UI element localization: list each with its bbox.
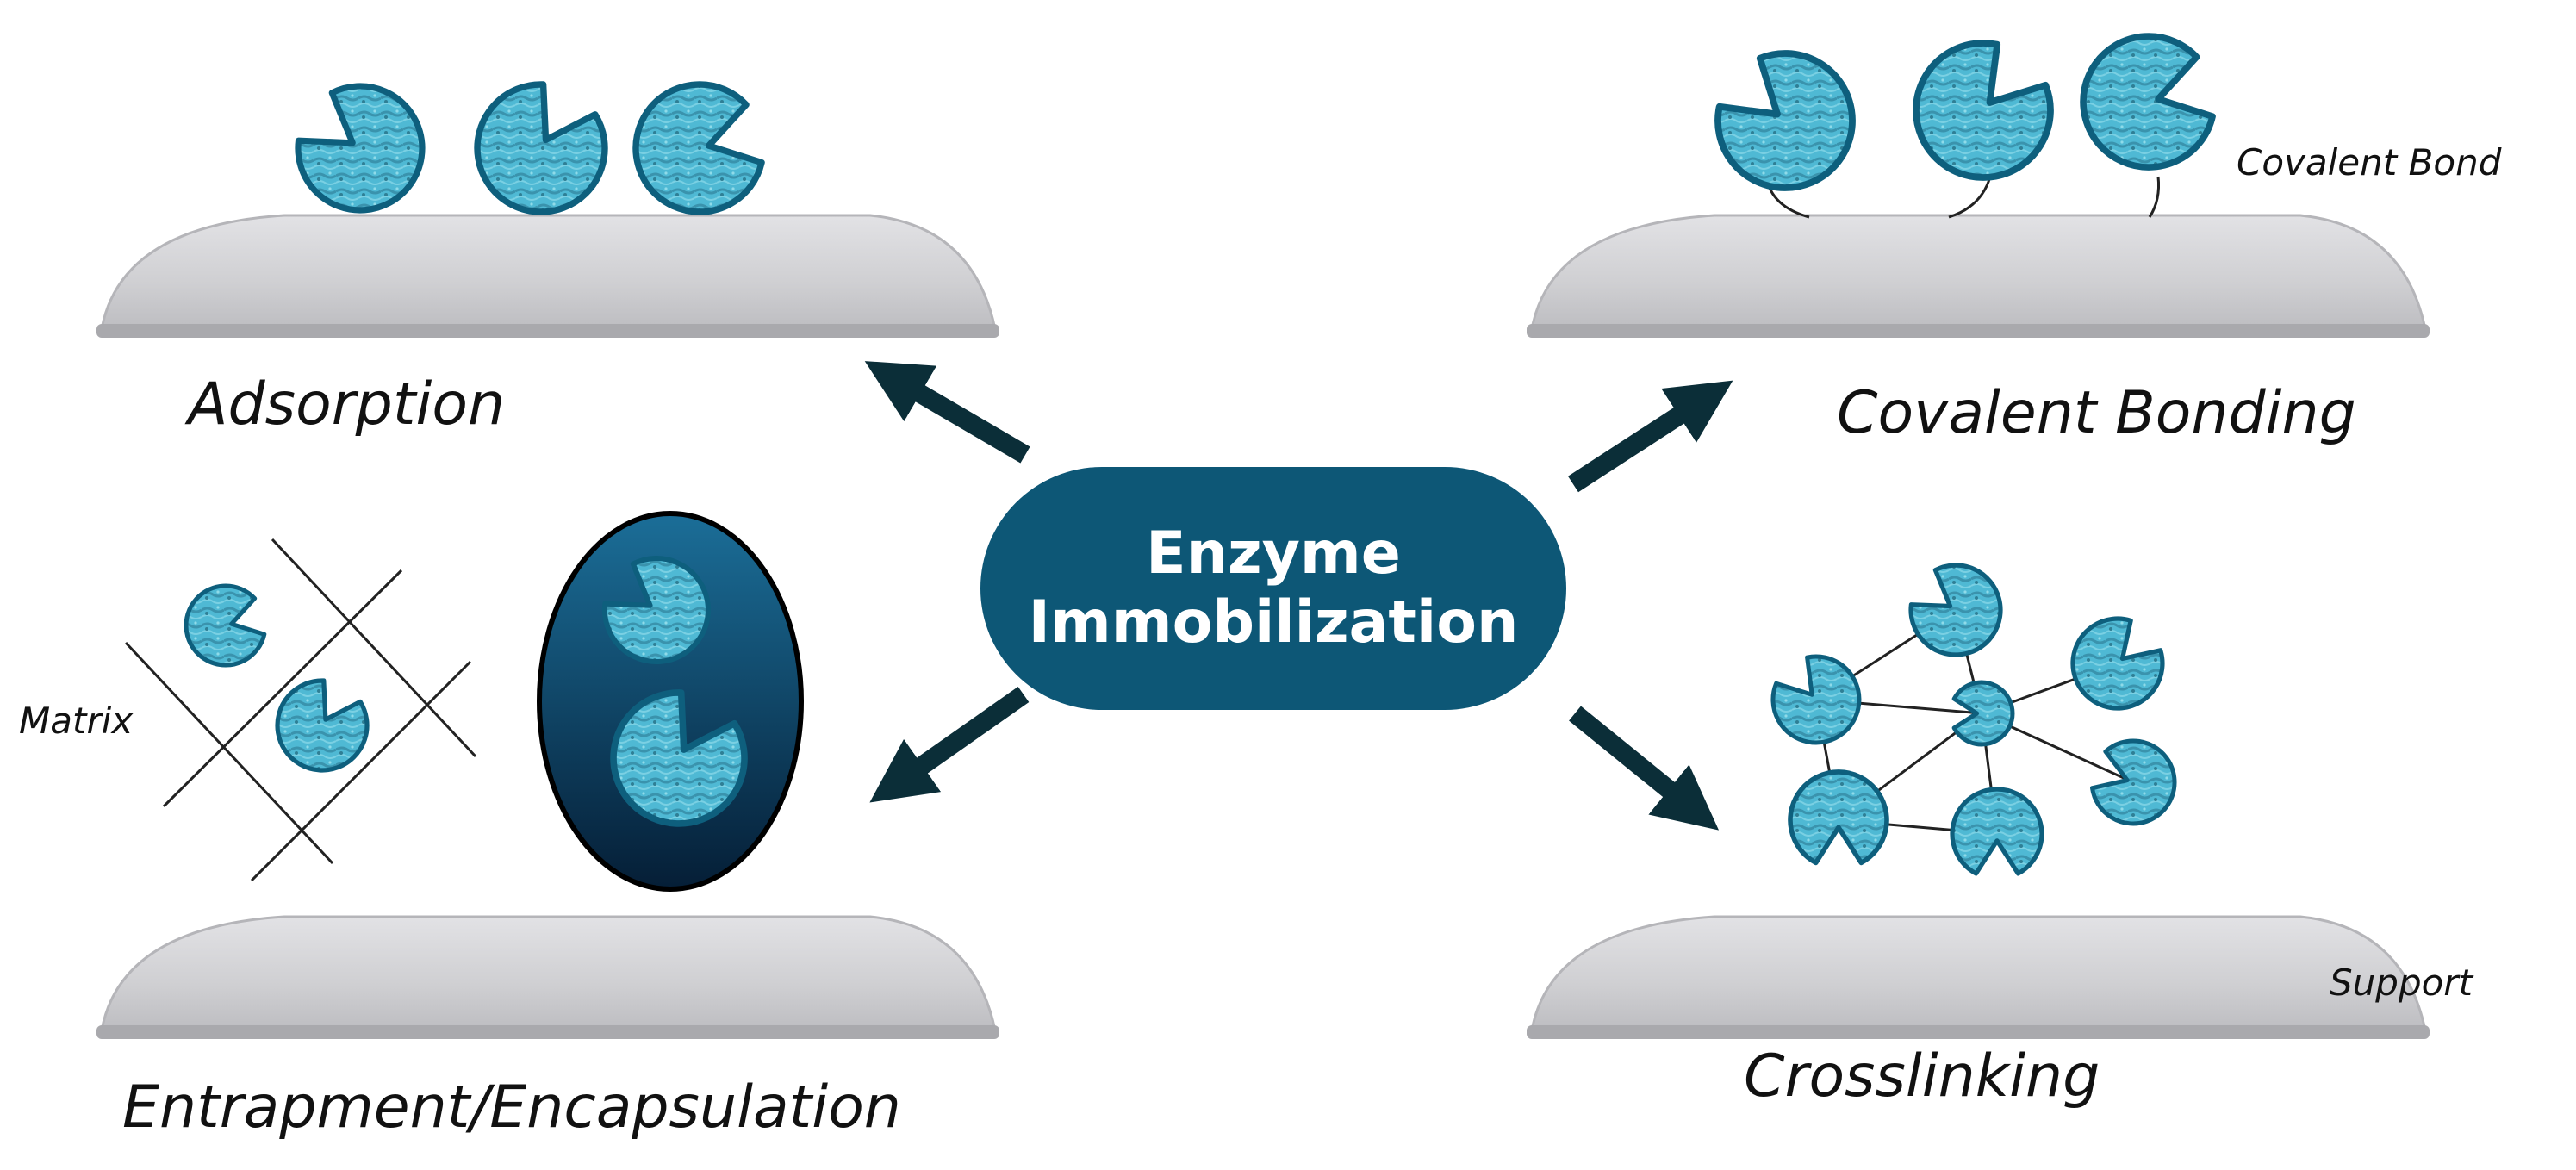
- supports: [96, 214, 2430, 1039]
- center-label-line2: Immobilization: [1028, 588, 1519, 657]
- enzymes: [184, 33, 2216, 876]
- support-crosslinking: [1527, 915, 2430, 1039]
- enzyme-capsule-1: [601, 556, 711, 664]
- arrow-to-adsorption: [864, 361, 1030, 464]
- matrix-grid: [124, 538, 477, 882]
- enzyme-crosslink-7: [1950, 787, 2044, 876]
- enzyme-crosslink-4: [1951, 680, 2015, 747]
- arrows: [864, 361, 1733, 831]
- enzyme-matrix-1: [184, 583, 267, 668]
- enzyme-crosslink-1: [1908, 563, 2003, 657]
- enzyme-adsorption-3: [632, 81, 765, 215]
- arrow-to-entrapment: [869, 686, 1030, 803]
- enzyme-covalent-3: [2080, 33, 2216, 171]
- arrow-to-covalent-bonding: [1568, 380, 1733, 493]
- label-entrapment-encapsulation: Entrapment/Encapsulation: [122, 1074, 901, 1142]
- annotation-covalent-bond: Covalent Bond: [2237, 141, 2502, 184]
- annotation-support: Support: [2330, 962, 2473, 1004]
- support-adsorption: [96, 214, 999, 338]
- support-entrapment: [96, 915, 999, 1039]
- arrow-to-crosslinking: [1569, 706, 1720, 831]
- covalent-bond-lines: [1764, 176, 2160, 219]
- enzyme-immobilization-node: Enzyme Immobilization: [980, 467, 1566, 710]
- enzyme-crosslink-3: [1770, 654, 1862, 745]
- enzyme-crosslink-5: [2090, 738, 2177, 826]
- enzyme-adsorption-1: [295, 83, 426, 214]
- enzyme-matrix-2: [275, 678, 370, 773]
- enzyme-crosslink-2: [2070, 616, 2165, 711]
- center-label-line1: Enzyme: [1146, 520, 1401, 588]
- label-crosslinking: Crosslinking: [1744, 1042, 2100, 1111]
- support-covalent: [1527, 214, 2430, 338]
- label-covalent-bonding: Covalent Bonding: [1837, 379, 2356, 447]
- enzyme-adsorption-2: [474, 81, 608, 215]
- enzyme-capsule-2: [610, 689, 748, 827]
- label-adsorption: Adsorption: [188, 370, 506, 439]
- annotation-matrix: Matrix: [19, 700, 134, 742]
- enzyme-covalent-1: [1714, 50, 1856, 191]
- enzyme-covalent-2: [1913, 40, 2054, 181]
- enzyme-crosslink-6: [1788, 769, 1889, 866]
